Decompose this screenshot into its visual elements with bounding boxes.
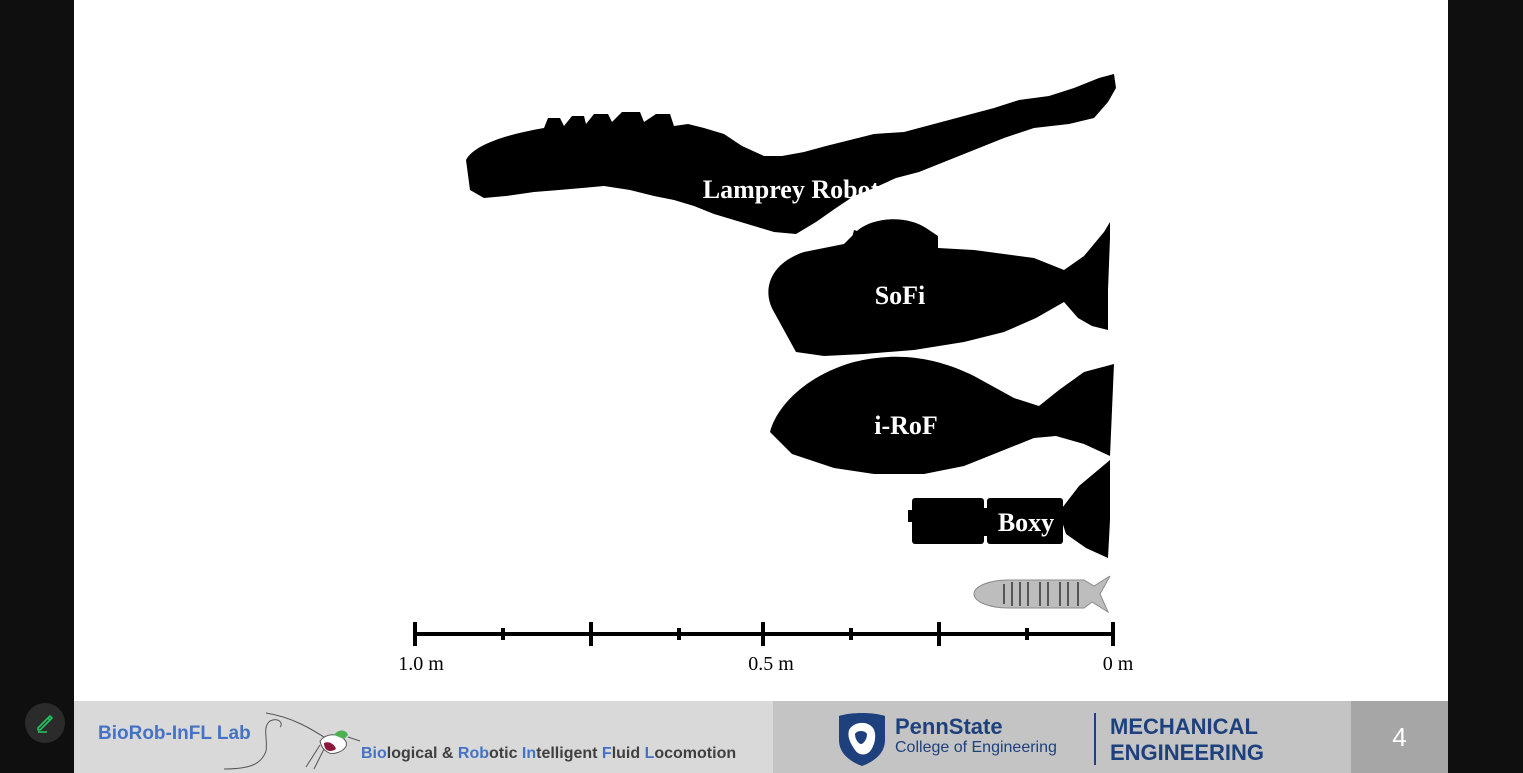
lab-subtitle: Biological & Robotic Intelligent Fluid L… [361, 745, 736, 763]
sofi-antenna [848, 230, 860, 256]
nittany-lion-shield-icon [839, 713, 885, 766]
page-number-box: 4 [1351, 701, 1448, 773]
banner-divider [1094, 713, 1096, 765]
robot-size-comparison-figure: Lamprey Robot SoFi i-RoF Boxy [398, 74, 1134, 675]
lab-subtitle-highlight: F [601, 745, 612, 762]
robot-label-sofi: SoFi [875, 281, 926, 310]
lab-banner: BioRob-InFL Lab Biological & Robotic Int… [74, 701, 773, 773]
scale-label-0m: 0 m [1103, 653, 1134, 675]
page-number: 4 [1392, 722, 1407, 752]
lab-subtitle-highlight: Bio [361, 745, 387, 762]
lamprey-robot-silhouette [466, 74, 1116, 234]
robot-label-lamprey: Lamprey Robot [703, 175, 880, 204]
lab-name: BioRob-InFL Lab [98, 723, 251, 744]
lab-subtitle-text: logical & [386, 745, 458, 762]
lab-subtitle-highlight: L [644, 745, 655, 762]
university-name: PennState [895, 714, 1003, 739]
pencil-icon [37, 715, 53, 733]
robot-label-boxy: Boxy [998, 508, 1054, 537]
pennstate-banner: PennState College of Engineering MECHANI… [773, 701, 1351, 773]
lab-subtitle-text: ocomotion [654, 745, 737, 762]
lab-subtitle-text: luid [611, 745, 645, 762]
edit-button[interactable] [25, 703, 65, 743]
robot-label-irof: i-RoF [874, 411, 938, 440]
grey-fish-robot-image [973, 575, 1111, 614]
department-name-line1: MECHANICAL [1110, 714, 1258, 739]
scale-label-1m: 1.0 m [398, 653, 444, 675]
college-name: College of Engineering [895, 739, 1057, 756]
scale-label-0-5m: 0.5 m [748, 653, 794, 675]
irof-silhouette [770, 356, 1114, 474]
scale-bar [413, 622, 1115, 646]
hummingbird-icon [223, 712, 361, 770]
lab-subtitle-highlight: In [521, 745, 537, 762]
lab-subtitle-text: otic [489, 745, 522, 762]
sofi-silhouette [768, 219, 1110, 356]
boxy-silhouette [908, 460, 1110, 558]
slide-footer: BioRob-InFL Lab Biological & Robotic Int… [74, 701, 1448, 773]
slide: Lamprey Robot SoFi i-RoF Boxy [74, 0, 1448, 701]
lab-subtitle-highlight: Rob [457, 745, 490, 762]
department-name-line2: ENGINEERING [1110, 740, 1265, 765]
lab-subtitle-text: telligent [536, 745, 602, 762]
